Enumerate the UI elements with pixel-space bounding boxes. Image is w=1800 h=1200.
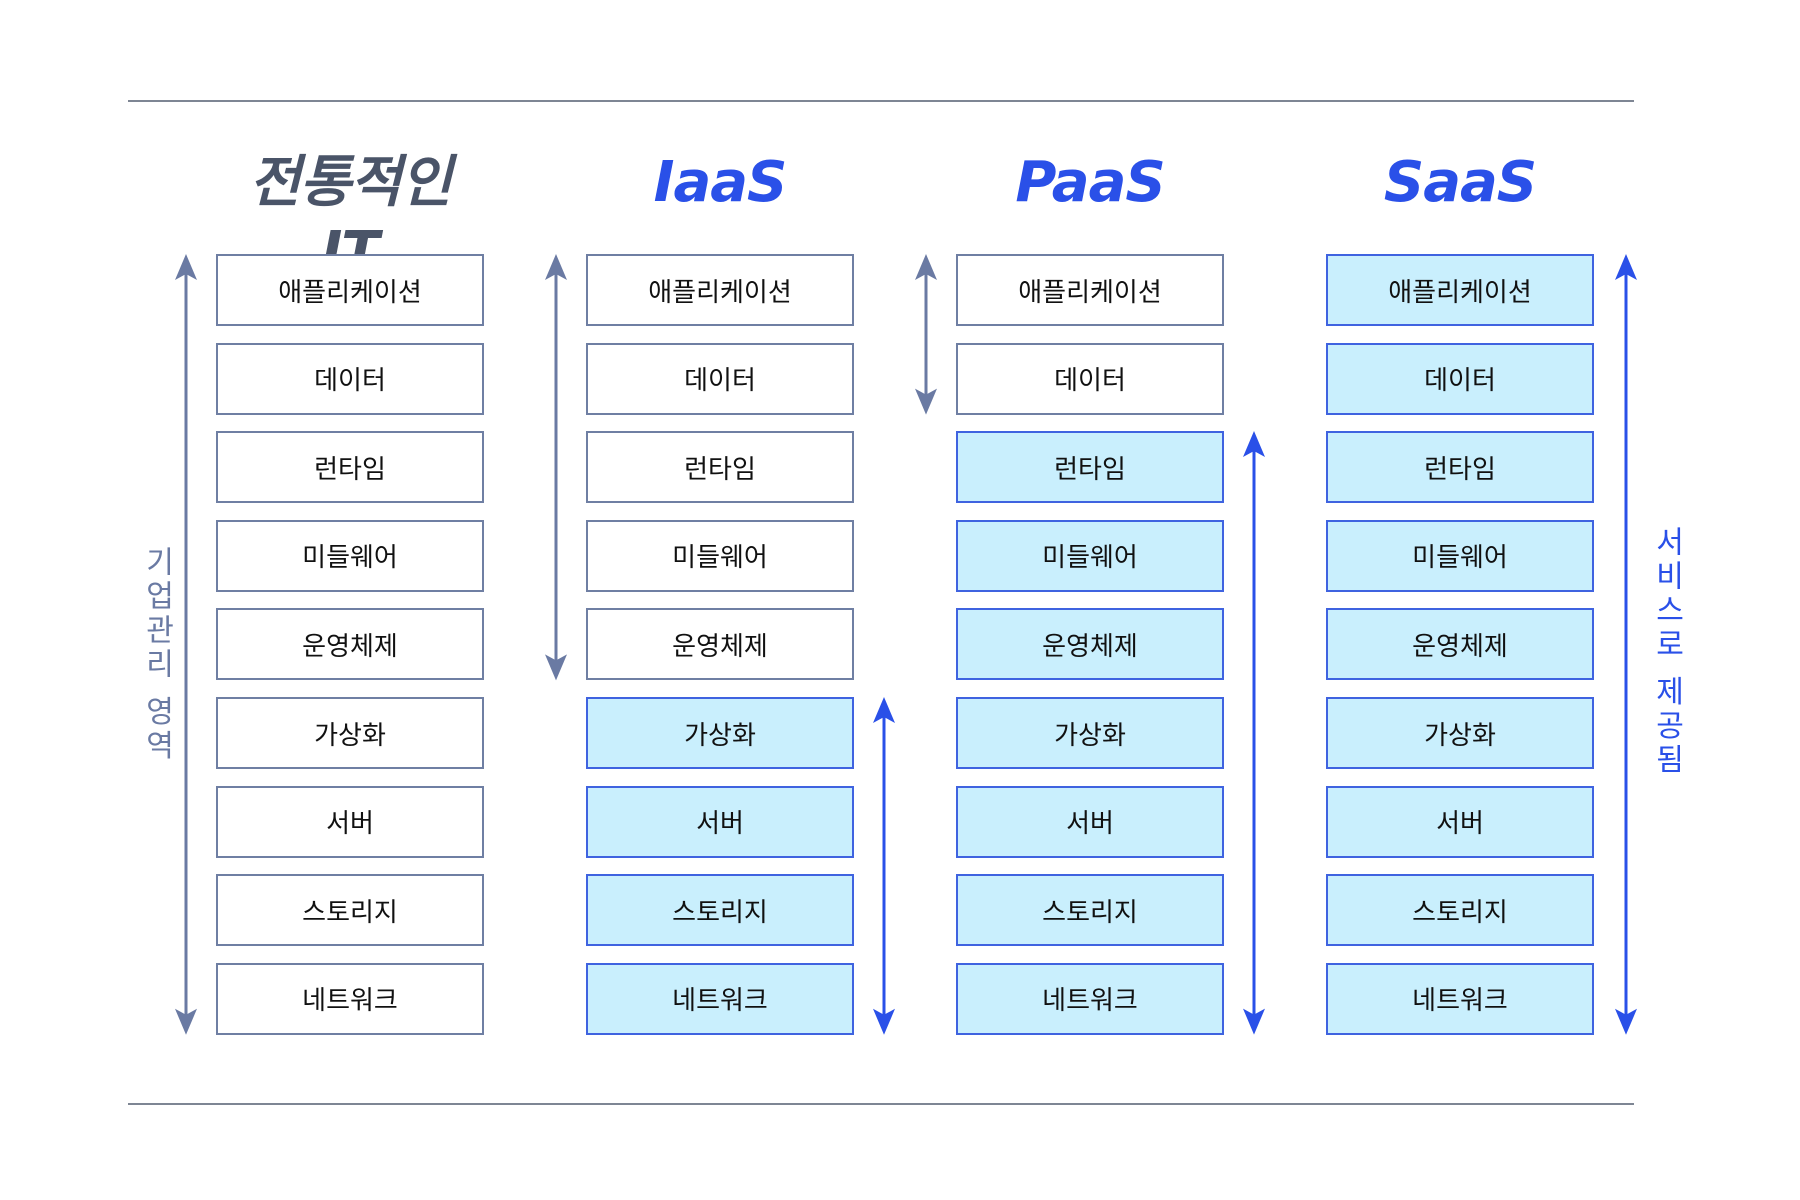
- layer-box: 스토리지: [216, 874, 484, 947]
- provided-service-label: 서비스로 제공됨: [1649, 526, 1684, 778]
- managed-arrow-2-head-up: [915, 254, 937, 280]
- layer-box: 가상화: [216, 697, 484, 769]
- layer-box: 가상화: [586, 697, 854, 769]
- layer-box: 가상화: [956, 697, 1224, 769]
- layer-box: 운영체제: [1326, 608, 1594, 681]
- layer-box: 미들웨어: [586, 519, 854, 592]
- top-rule: [128, 100, 1634, 102]
- layer-box: 서버: [956, 785, 1224, 858]
- managed-arrow-2-head-down: [915, 388, 937, 415]
- layer-box: 스토리지: [586, 874, 854, 947]
- layer-box: 미들웨어: [1326, 519, 1594, 592]
- layer-box: 네트워크: [1326, 962, 1594, 1035]
- managed-arrow-1-head-up: [545, 254, 567, 280]
- provided-arrow-2-head-up: [1243, 431, 1265, 458]
- layer-box: 데이터: [216, 342, 484, 415]
- layer-box: 네트워크: [586, 962, 854, 1035]
- layer-box: 애플리케이션: [1326, 254, 1594, 326]
- layer-box: 운영체제: [956, 608, 1224, 681]
- layer-box: 런타임: [586, 431, 854, 504]
- provided-arrow-2-head-down: [1243, 1008, 1265, 1035]
- layer-box: 네트워크: [956, 962, 1224, 1035]
- layer-box: 서버: [1326, 785, 1594, 858]
- layer-box: 서버: [586, 785, 854, 858]
- managed-arrow-1-head-down: [545, 654, 567, 681]
- provided-arrow-1: [873, 697, 895, 1035]
- layer-box: 애플리케이션: [586, 254, 854, 326]
- layer-box: 미들웨어: [216, 519, 484, 592]
- managed-arrow-2: [915, 254, 937, 415]
- column-title: IaaS: [653, 150, 788, 215]
- layer-box: 스토리지: [1326, 874, 1594, 947]
- provided-arrow-1-head-down: [873, 1008, 895, 1035]
- managed-area-label: 기업관리 영역: [139, 546, 174, 764]
- provided-arrow-2: [1243, 431, 1265, 1035]
- layer-box: 애플리케이션: [956, 254, 1224, 326]
- layer-box: 런타임: [216, 431, 484, 504]
- layer-box: 런타임: [1326, 431, 1594, 504]
- layer-box: 서버: [216, 785, 484, 858]
- layer-box: 런타임: [956, 431, 1224, 504]
- layer-box: 운영체제: [216, 608, 484, 681]
- managed-arrow-0-head-up: [175, 254, 197, 280]
- layer-box: 데이터: [956, 342, 1224, 415]
- column-title: 전통적인 IT: [248, 150, 452, 285]
- layer-box: 가상화: [1326, 697, 1594, 769]
- managed-arrow-1: [545, 254, 567, 681]
- layer-box: 운영체제: [586, 608, 854, 681]
- bottom-rule: [128, 1103, 1634, 1105]
- provided-arrow-3: [1615, 254, 1637, 1035]
- column-title: SaaS: [1383, 150, 1537, 215]
- managed-arrow-0-head-down: [175, 1008, 197, 1035]
- provided-arrow-3-head-down: [1615, 1008, 1637, 1035]
- column-title: PaaS: [1015, 150, 1165, 215]
- layer-box: 애플리케이션: [216, 254, 484, 326]
- layer-box: 네트워크: [216, 962, 484, 1035]
- managed-arrow-0: [175, 254, 197, 1035]
- layer-box: 데이터: [586, 342, 854, 415]
- layer-box: 데이터: [1326, 342, 1594, 415]
- layer-box: 미들웨어: [956, 519, 1224, 592]
- provided-arrow-3-head-up: [1615, 254, 1637, 280]
- layer-box: 스토리지: [956, 874, 1224, 947]
- provided-arrow-1-head-up: [873, 697, 895, 723]
